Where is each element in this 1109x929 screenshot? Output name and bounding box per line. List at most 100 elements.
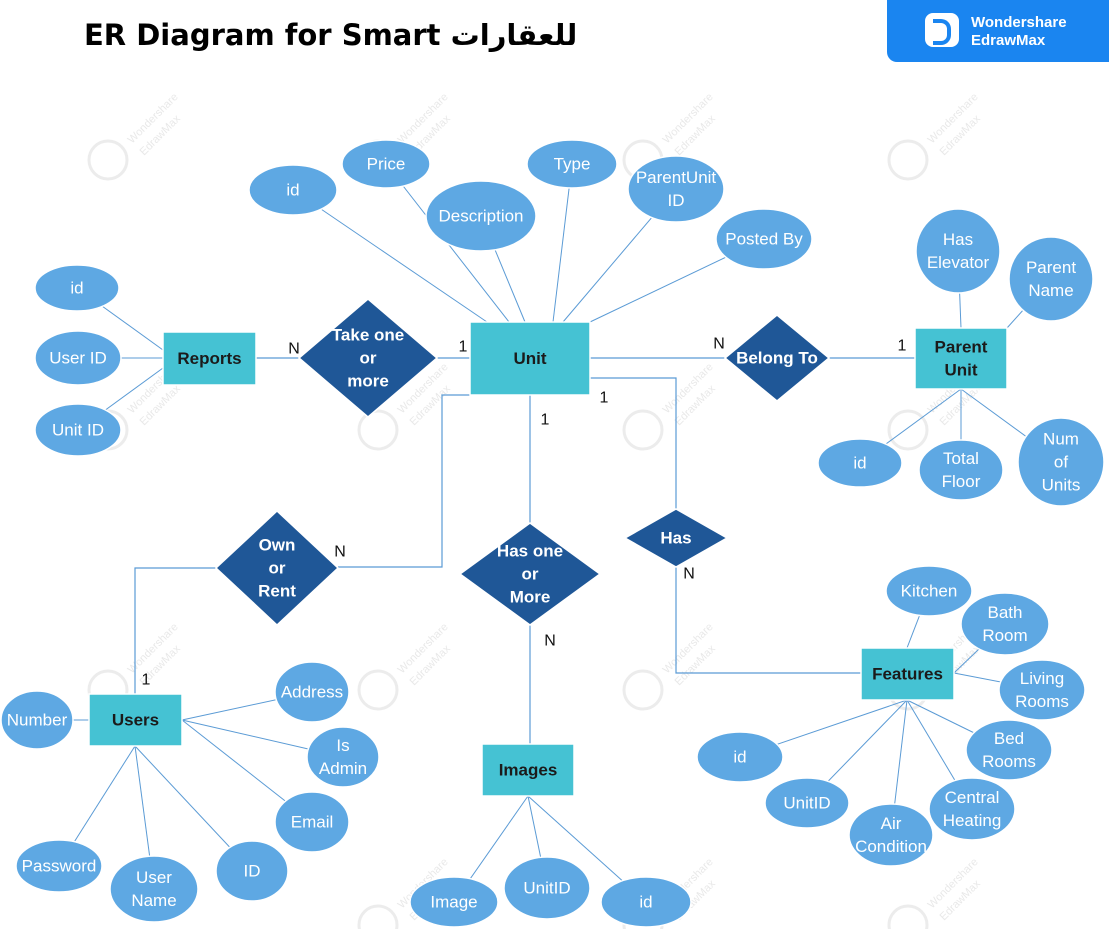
attribute-im-image: Image	[409, 876, 499, 928]
cardinality-c-belong-n: N	[713, 336, 725, 353]
attribute-unit-type: Type	[526, 139, 618, 189]
brand-name-line1: Wondershare	[971, 14, 1067, 31]
cardinality-c-users-1: 1	[142, 672, 151, 689]
svg-text:UnitID: UnitID	[783, 794, 830, 813]
svg-text:Password: Password	[22, 857, 97, 876]
entity-reports: Reports	[162, 331, 257, 386]
svg-text:Name: Name	[1028, 281, 1073, 300]
brand-name-line2: EdrawMax	[971, 32, 1046, 49]
page-title: ER Diagram for Smart للعقارات	[84, 18, 578, 52]
attribute-unit-desc: Description	[425, 180, 537, 252]
svg-text:Unit: Unit	[513, 349, 546, 368]
attribute-ft-unitid: UnitID	[764, 777, 850, 829]
relationship-has: Has	[623, 508, 729, 568]
cardinality-c-own-n: N	[334, 544, 346, 561]
svg-text:Heating: Heating	[943, 811, 1002, 830]
svg-text:Users: Users	[112, 711, 159, 730]
svg-text:User ID: User ID	[49, 349, 107, 368]
watermark-logo-icon	[887, 409, 929, 451]
svg-text:Is: Is	[336, 736, 349, 755]
svg-text:Unit: Unit	[944, 361, 977, 380]
attribute-connector	[552, 163, 573, 323]
attribute-us-pass: Password	[15, 839, 103, 893]
svg-text:Own: Own	[259, 536, 296, 555]
svg-text:Parent: Parent	[1026, 258, 1076, 277]
svg-text:Parent: Parent	[935, 338, 988, 357]
svg-text:ID: ID	[668, 191, 685, 210]
svg-text:ParentUnit: ParentUnit	[636, 168, 717, 187]
svg-text:Total: Total	[943, 449, 979, 468]
svg-text:Rooms: Rooms	[982, 752, 1036, 771]
svg-text:Units: Units	[1042, 476, 1081, 495]
svg-text:Living: Living	[1020, 669, 1064, 688]
watermark-logo-icon	[357, 904, 399, 929]
svg-text:Has: Has	[943, 230, 973, 249]
svg-text:Rent: Rent	[258, 582, 296, 601]
attribute-rep-unit: Unit ID	[34, 403, 122, 457]
attribute-unit-posted: Posted By	[715, 208, 813, 270]
cardinality-c-features-n: N	[683, 566, 695, 583]
svg-text:id: id	[70, 279, 83, 298]
svg-text:id: id	[853, 454, 866, 473]
attribute-im-unit: UnitID	[503, 856, 591, 920]
svg-text:Image: Image	[430, 893, 477, 912]
attribute-us-email: Email	[274, 791, 350, 853]
watermark-logo-icon	[357, 409, 399, 451]
svg-text:Description: Description	[438, 207, 523, 226]
attribute-rep-user: User ID	[34, 330, 122, 386]
cardinality-c-parent-1: 1	[898, 338, 907, 355]
attribute-pu-id: id	[817, 438, 903, 488]
svg-text:or: or	[269, 559, 286, 578]
svg-text:Admin: Admin	[319, 759, 367, 778]
svg-text:id: id	[639, 893, 652, 912]
watermark-logo-icon	[887, 139, 929, 181]
cardinality-c-reports-n: N	[288, 341, 300, 358]
cardinality-c-images-n: N	[544, 633, 556, 650]
svg-text:Central: Central	[945, 788, 1000, 807]
svg-text:Elevator: Elevator	[927, 253, 990, 272]
svg-text:More: More	[510, 588, 551, 607]
svg-text:Belong To: Belong To	[736, 349, 818, 368]
svg-text:Has one: Has one	[497, 542, 563, 561]
svg-text:id: id	[286, 181, 299, 200]
cardinality-c-unit-images-1: 1	[541, 412, 550, 429]
svg-text:of: of	[1054, 453, 1068, 472]
relationship-connector	[134, 567, 216, 694]
entity-features: Features	[860, 647, 955, 701]
svg-text:Air: Air	[881, 814, 902, 833]
svg-text:Unit ID: Unit ID	[52, 421, 104, 440]
svg-text:id: id	[733, 748, 746, 767]
attribute-im-id: id	[600, 876, 692, 928]
relationship-connector	[590, 377, 677, 509]
svg-text:Num: Num	[1043, 430, 1079, 449]
cardinality-c-unit-take-1: 1	[459, 339, 468, 356]
svg-text:Has: Has	[660, 529, 691, 548]
attribute-ft-id: id	[696, 731, 784, 783]
svg-text:UnitID: UnitID	[523, 879, 570, 898]
svg-text:or: or	[522, 565, 539, 584]
attribute-rep-id: id	[34, 264, 120, 312]
watermark-logo-icon	[87, 139, 129, 181]
svg-text:Name: Name	[131, 891, 176, 910]
svg-text:Price: Price	[367, 155, 406, 174]
watermark-logo-icon	[887, 904, 929, 929]
svg-text:Posted By: Posted By	[725, 230, 803, 249]
attribute-connector	[292, 189, 488, 323]
brand-badge[interactable]: Wondershare EdrawMax	[887, 0, 1109, 62]
